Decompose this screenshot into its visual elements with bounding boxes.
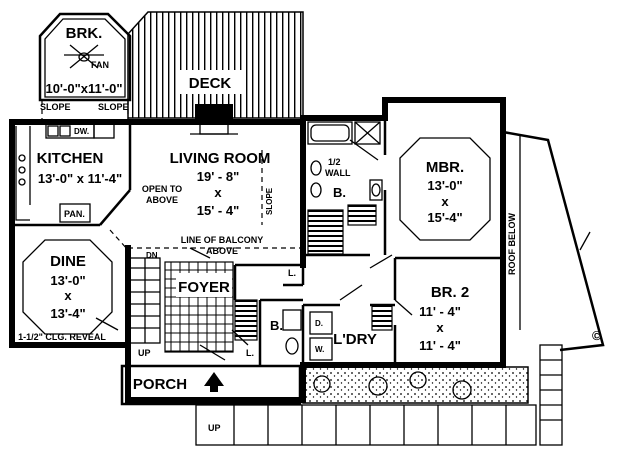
mbr-length: 15'-4": [427, 210, 462, 225]
balcony-line2: ABOVE: [206, 246, 238, 256]
dine-x: x: [64, 288, 72, 303]
br2-width: 11' - 4": [419, 304, 461, 319]
foyer-label: FOYER: [178, 279, 230, 296]
kitchen-counters: [15, 123, 115, 223]
ceiling-reveal: [22, 239, 113, 335]
br2-label: BR. 2: [431, 284, 469, 301]
interior-walls: [12, 118, 503, 365]
stair-down-label: DN: [146, 251, 158, 260]
porch-label: PORCH: [133, 376, 187, 393]
master-bath-label: B.: [333, 185, 346, 200]
breakfast-bay: [38, 12, 132, 122]
dishwasher-label: DW.: [74, 127, 89, 136]
roof-below: [502, 130, 605, 352]
exterior-walls: [9, 97, 506, 403]
dine-width: 13'-0": [50, 273, 85, 288]
door-swings: [199, 139, 413, 361]
laundry-appliances: [309, 304, 393, 361]
ceiling-reveal-label: 1-1/2" CLG. REVEAL: [18, 332, 106, 342]
brk-dimensions: 10'-0"x11'-0": [45, 81, 122, 96]
living-slope-label: SLOPE: [265, 187, 274, 215]
kitchen-label: KITCHEN: [37, 150, 104, 167]
washer-label: W.: [315, 345, 324, 354]
hall-linen-label: L.: [288, 268, 296, 278]
half-wall-line2: WALL: [325, 168, 351, 178]
pantry-label: PAN.: [64, 209, 85, 219]
br2-x: x: [436, 320, 444, 335]
walkway: [195, 344, 563, 446]
living-room-width: 19' - 8": [197, 169, 240, 184]
br2-length: 11' - 4": [419, 338, 461, 353]
fireplace: [190, 104, 238, 135]
brk-slope-left: SLOPE: [40, 102, 71, 112]
open-to-above-line2: ABOVE: [146, 195, 178, 205]
balcony-line1: LINE OF BALCONY: [181, 235, 264, 245]
range-icon: [18, 154, 26, 186]
kitchen-dimensions: 13'-0" x 11'-4": [38, 171, 122, 186]
mbr-ceiling-octagon: [399, 137, 491, 241]
dine-label: DINE: [50, 253, 86, 270]
deck: [127, 11, 304, 119]
porch: [120, 364, 302, 406]
ceiling-fan-icon: [64, 44, 104, 69]
center-bath-fixtures: [234, 299, 302, 355]
roof-below-label: ROOF BELOW: [507, 213, 517, 275]
master-bath-fixtures: [307, 121, 383, 255]
open-to-above-line1: OPEN TO: [142, 184, 182, 194]
fan-label: FAN: [91, 60, 109, 70]
deck-label: DECK: [189, 75, 232, 92]
foyer-label-bg: [176, 273, 232, 297]
porch-up-label: UP: [208, 423, 221, 433]
balcony-leader: [189, 247, 211, 259]
foyer-stairs: [129, 257, 161, 344]
brk-slope-right: SLOPE: [98, 102, 129, 112]
mbr-x: x: [441, 194, 449, 209]
mbr-label: MBR.: [426, 159, 464, 176]
reveal-leader: [95, 317, 119, 331]
living-room-x: x: [214, 185, 222, 200]
living-room-length: 15' - 4": [197, 203, 240, 218]
dryer-label: D.: [315, 319, 323, 328]
stair-up-label: UP: [138, 348, 151, 358]
foyer-linen-label: L.: [246, 348, 254, 358]
center-bath-label: B.: [270, 318, 283, 333]
half-wall-line1: 1/2: [328, 157, 341, 167]
mbr-width: 13'-0": [427, 178, 462, 193]
dine-length: 13'-4": [50, 306, 85, 321]
copyright-mark: ©: [592, 328, 602, 343]
brk-label: BRK.: [66, 25, 103, 42]
living-room-label: LIVING ROOM: [170, 150, 271, 167]
laundry-label: L'DRY: [333, 331, 377, 348]
